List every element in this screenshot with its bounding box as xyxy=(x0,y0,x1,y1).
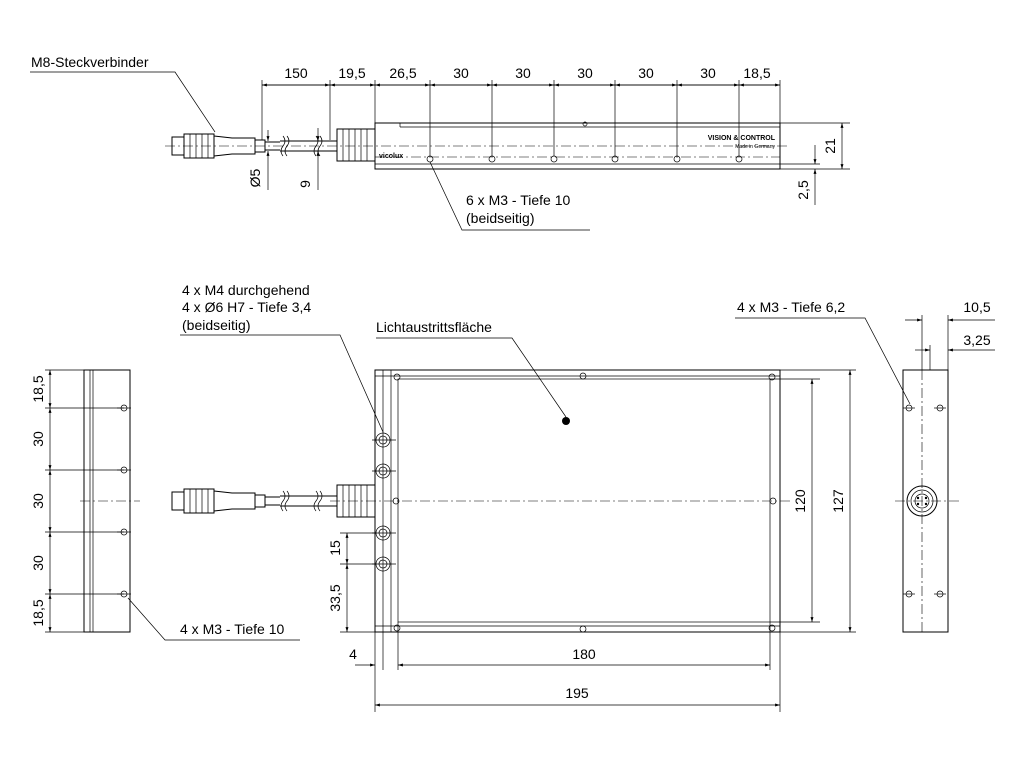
dim-180: 180 xyxy=(572,646,596,662)
right-connector-socket xyxy=(906,485,938,517)
front-m8-connector xyxy=(171,488,280,514)
dim-d5: Ø5 xyxy=(247,168,263,187)
right-thread-holes xyxy=(903,404,946,598)
leader-connector xyxy=(30,71,216,133)
dim-9: 9 xyxy=(297,180,313,188)
dim-4: 4 xyxy=(349,646,357,662)
dim-18-5: 18,5 xyxy=(743,65,770,81)
dim-127: 127 xyxy=(830,489,846,513)
dim-30-a: 30 xyxy=(453,65,469,81)
top-left-dims xyxy=(266,128,320,190)
left-dim-chain xyxy=(45,369,124,633)
emission-area xyxy=(397,378,771,623)
dim-10-5: 10,5 xyxy=(963,299,990,315)
front-corner-screws xyxy=(392,372,777,633)
right-top-dims xyxy=(905,315,995,370)
label-pin-holes: 4 x Ø6 H7 - Tiefe 3,4 xyxy=(182,299,311,315)
brand-made-in-germany: Made in Germany xyxy=(735,144,775,150)
leader-threads-left xyxy=(127,597,300,641)
dim-30-d: 30 xyxy=(638,65,654,81)
brand-vision-control: VISION & CONTROL xyxy=(708,135,776,142)
front-right-dims xyxy=(770,369,856,633)
left-side-view xyxy=(45,369,300,641)
front-bottom-dims xyxy=(355,622,781,712)
leader-threads-top xyxy=(429,161,590,231)
label-emission-area: Lichtaustrittsfläche xyxy=(376,319,492,335)
dim-30-c: 30 xyxy=(577,65,593,81)
front-view: 15 33,5 4 180 195 120 127 xyxy=(171,334,856,712)
top-view: VISION & CONTROL Made in Germany vicolux xyxy=(30,65,850,231)
dim-left-30-b: 30 xyxy=(30,493,46,509)
dim-left-30-a: 30 xyxy=(30,431,46,447)
dim-2-5: 2,5 xyxy=(795,180,811,200)
leader-m4 xyxy=(180,334,384,433)
dim-120: 120 xyxy=(792,489,808,513)
dim-3-25: 3,25 xyxy=(963,332,990,348)
dim-left-30-c: 30 xyxy=(30,555,46,571)
front-cable-gland xyxy=(336,484,376,518)
leader-emission xyxy=(376,337,567,418)
top-thread-holes xyxy=(426,121,743,163)
dim-195: 195 xyxy=(565,685,589,701)
front-left-dims xyxy=(340,532,376,633)
label-threads-left: 4 x M3 - Tiefe 10 xyxy=(180,621,284,637)
top-cable-gland xyxy=(336,128,376,162)
dim-33-5: 33,5 xyxy=(327,584,343,611)
label-both-sides-top: (beidseitig) xyxy=(466,210,534,226)
dim-30-b: 30 xyxy=(515,65,531,81)
dim-26-5: 26,5 xyxy=(389,65,416,81)
label-both-sides-front: (beidseitig) xyxy=(182,317,250,333)
top-right-dims xyxy=(780,122,850,205)
dim-left-18-5-a: 18,5 xyxy=(30,375,46,402)
right-side-view xyxy=(735,315,995,633)
dim-15: 15 xyxy=(327,540,343,556)
front-m4-holes xyxy=(372,432,396,572)
label-threads-top: 6 x M3 - Tiefe 10 xyxy=(466,192,570,208)
emission-area-marker xyxy=(562,417,570,425)
dim-19-5: 19,5 xyxy=(338,65,365,81)
brand-vicolux: vicolux xyxy=(379,153,403,160)
label-thru-m4: 4 x M4 durchgehend xyxy=(182,282,310,298)
top-dim-chain xyxy=(261,80,781,156)
dim-21: 21 xyxy=(822,138,838,154)
dim-150: 150 xyxy=(284,65,308,81)
dim-left-18-5-b: 18,5 xyxy=(30,599,46,626)
leader-threads-right xyxy=(735,317,911,405)
label-threads-right: 4 x M3 - Tiefe 6,2 xyxy=(737,299,845,315)
label-connector: M8-Steckverbinder xyxy=(31,54,149,70)
dim-30-e: 30 xyxy=(700,65,716,81)
